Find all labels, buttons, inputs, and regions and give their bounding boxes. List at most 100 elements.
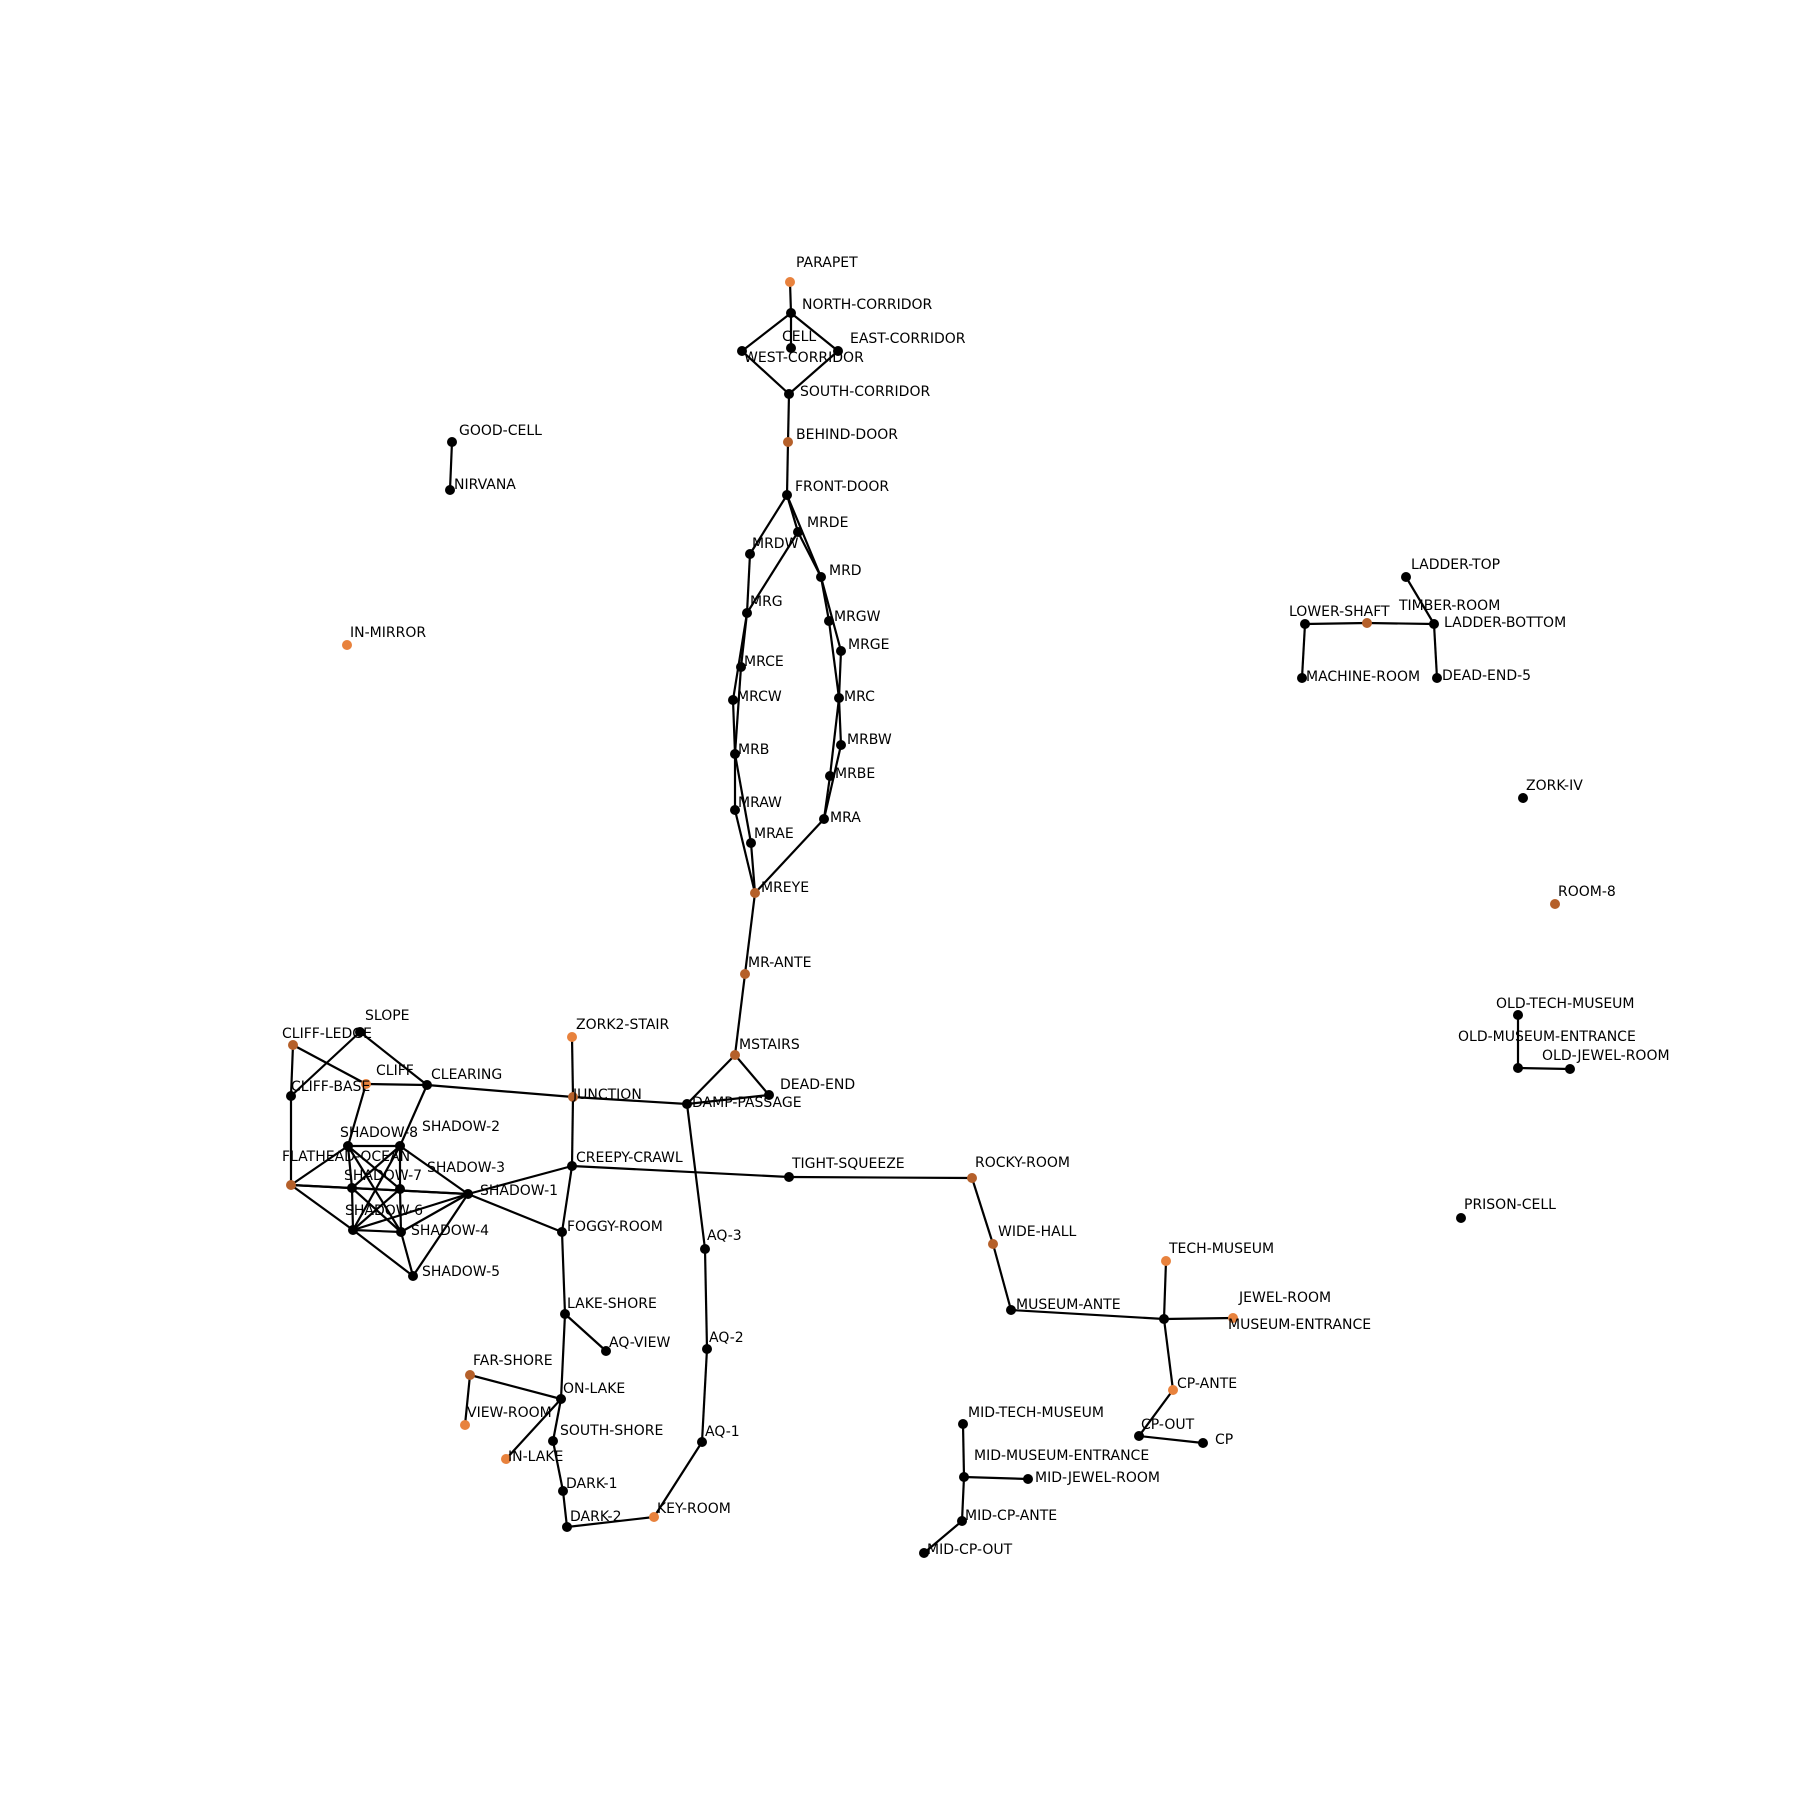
node-label-mrcw: MRCW	[737, 689, 782, 705]
edge-mrc-to-mrbe	[828, 697, 841, 777]
node-label-shadow-8: SHADOW-8	[340, 1125, 418, 1141]
node-label-shadow-4: SHADOW-4	[411, 1223, 489, 1239]
node-label-mrbw: MRBW	[847, 732, 892, 748]
edge-on-lake-to-south-shore	[551, 1398, 563, 1442]
node-label-front-door: FRONT-DOOR	[795, 479, 889, 495]
edge-mrg-to-mrcw	[731, 612, 749, 701]
edge-museum-entrance-to-jewel-room	[1163, 1316, 1234, 1321]
node-mrcw	[728, 695, 738, 705]
node-label-lower-shaft: LOWER-SHAFT	[1289, 604, 1390, 620]
node-cliff-base	[286, 1091, 296, 1101]
node-machine-room	[1297, 673, 1307, 683]
node-tech-museum	[1161, 1256, 1171, 1266]
edge-slope-to-cliff-base	[290, 1031, 361, 1097]
node-nirvana	[445, 485, 455, 495]
node-label-shadow-3: SHADOW-3	[427, 1160, 505, 1176]
node-shadow-3	[395, 1184, 405, 1194]
node-label-creepy-crawl: CREEPY-CRAWL	[576, 1150, 683, 1166]
edge-slope-to-clearing	[359, 1031, 428, 1086]
node-front-door	[782, 490, 792, 500]
node-label-shadow-5: SHADOW-5	[422, 1264, 500, 1280]
node-behind-door	[783, 437, 793, 447]
node-label-tight-squeeze: TIGHT-SQUEEZE	[791, 1156, 905, 1172]
edge-mrce-to-mrb	[733, 666, 743, 755]
node-room-8	[1550, 899, 1560, 909]
edge-mrbw-to-mra	[822, 744, 843, 820]
node-mrge	[836, 646, 846, 656]
node-label-in-mirror: IN-MIRROR	[350, 625, 426, 641]
node-damp-passage	[682, 1099, 692, 1109]
node-label-mid-museum-entrance: MID-MUSEUM-ENTRANCE	[974, 1448, 1149, 1464]
edge-mra-to-mreye	[754, 818, 825, 894]
node-south-shore	[548, 1436, 558, 1446]
node-west-corridor	[737, 346, 747, 356]
edge-aq-1-to-aq-2	[700, 1348, 709, 1443]
edge-junction-to-creepy-crawl	[570, 1096, 575, 1167]
edge-creepy-crawl-to-foggy-room	[560, 1165, 574, 1233]
node-museum-entrance	[1159, 1314, 1169, 1324]
edge-cliff-ledge-to-cliff-base	[289, 1044, 295, 1097]
edge-shadow-1-to-shadow-5	[412, 1193, 469, 1277]
node-mr-ante	[740, 969, 750, 979]
node-rocky-room	[967, 1173, 977, 1183]
node-old-tech-museum	[1513, 1010, 1523, 1020]
node-prison-cell	[1456, 1213, 1466, 1223]
node-shadow-8	[343, 1141, 353, 1151]
node-cp	[1198, 1438, 1208, 1448]
edge-mrd-to-mrge	[819, 576, 843, 652]
edge-far-shore-to-on-lake	[469, 1373, 562, 1401]
node-label-mid-jewel-room: MID-JEWEL-ROOM	[1035, 1470, 1160, 1486]
node-cliff	[361, 1079, 371, 1089]
node-mid-museum-entrance	[959, 1472, 969, 1482]
node-label-cp-ante: CP-ANTE	[1177, 1376, 1237, 1392]
node-shadow-4	[396, 1227, 406, 1237]
node-label-room-8: ROOM-8	[1558, 884, 1616, 900]
edge-shadow-1-to-creepy-crawl	[467, 1164, 573, 1196]
node-shadow-1	[463, 1189, 473, 1199]
edge-shadow-8-to-flathead-ocean	[290, 1145, 349, 1186]
edge-clearing-to-shadow-2	[398, 1084, 429, 1147]
node-label-zork2-stair: ZORK2-STAIR	[576, 1017, 670, 1033]
node-label-shadow-1: SHADOW-1	[480, 1183, 558, 1199]
node-label-key-room: KEY-ROOM	[657, 1501, 731, 1517]
node-mrg	[742, 608, 752, 618]
node-label-mrde: MRDE	[807, 515, 848, 531]
edge-mrde-to-mrd	[797, 531, 822, 578]
node-on-lake	[556, 1394, 566, 1404]
edge-parapet-to-north-corridor	[788, 281, 793, 314]
node-label-east-corridor: EAST-CORRIDOR	[850, 331, 966, 347]
edge-creepy-crawl-to-tight-squeeze	[571, 1164, 790, 1179]
node-label-damp-passage: DAMP-PASSAGE	[692, 1095, 802, 1111]
edge-mrde-to-mrg	[746, 531, 799, 614]
edge-timber-room-to-ladder-bottom	[1366, 621, 1435, 626]
node-label-cell: CELL	[782, 329, 816, 345]
edge-mid-tech-museum-to-mid-museum-entrance	[961, 1423, 966, 1478]
node-lower-shaft	[1300, 619, 1310, 629]
node-label-mreye: MREYE	[761, 880, 809, 896]
edge-mrc-to-mrbw	[837, 697, 843, 746]
node-label-south-shore: SOUTH-SHORE	[560, 1423, 663, 1439]
node-cp-ante	[1168, 1385, 1178, 1395]
edge-foggy-room-to-lake-shore	[560, 1231, 567, 1315]
node-label-dead-end-5: DEAD-END-5	[1442, 668, 1531, 684]
node-label-aq-view: AQ-VIEW	[609, 1335, 671, 1351]
node-mid-cp-ante	[957, 1516, 967, 1526]
node-label-far-shore: FAR-SHORE	[473, 1353, 553, 1369]
node-mrd	[816, 572, 826, 582]
node-label-aq-3: AQ-3	[707, 1228, 742, 1244]
node-shadow-5	[408, 1271, 418, 1281]
graph-edges	[289, 281, 1571, 1554]
node-old-jewel-room	[1565, 1064, 1575, 1074]
edge-shadow-7-to-shadow-6	[350, 1187, 355, 1231]
graph-nodes	[286, 277, 1575, 1558]
node-label-old-museum-entrance: OLD-MUSEUM-ENTRANCE	[1458, 1029, 1636, 1045]
node-cell	[786, 343, 796, 353]
node-tight-squeeze	[784, 1172, 794, 1182]
edge-mr-ante-to-mstairs	[733, 973, 747, 1056]
edge-clearing-to-junction	[426, 1083, 574, 1099]
node-label-aq-2: AQ-2	[709, 1330, 744, 1346]
node-mrae	[746, 838, 756, 848]
node-label-behind-door: BEHIND-DOOR	[796, 427, 898, 443]
